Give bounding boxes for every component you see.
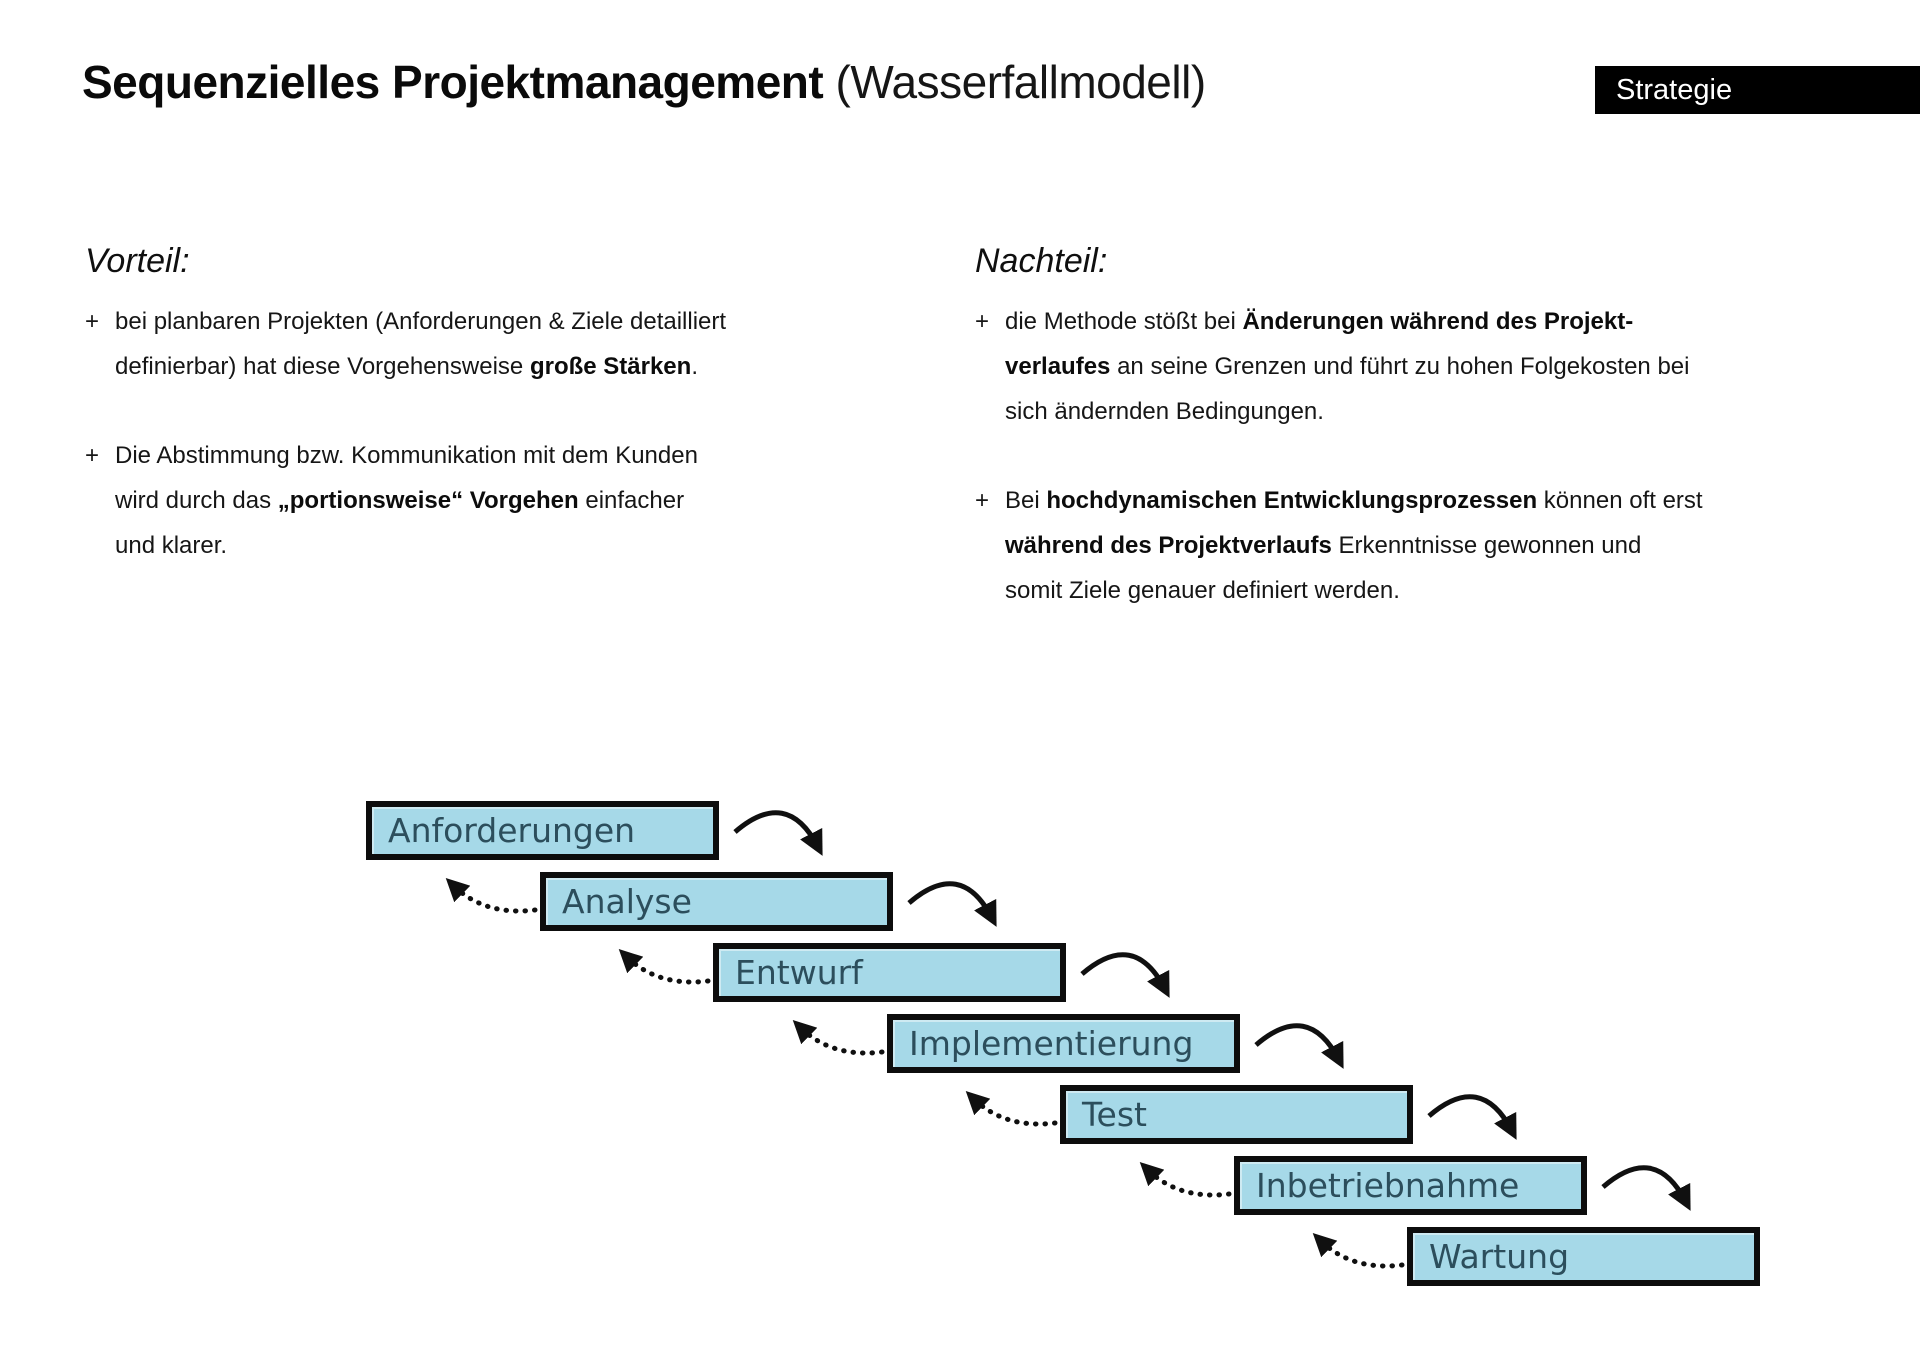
return-arrow (965, 1091, 1058, 1127)
step-box-inbetriebnahme: Inbetriebnahme (1234, 1156, 1587, 1215)
title-suffix: (Wasserfallmodell) (835, 56, 1207, 108)
step-box-entwurf: Entwurf (713, 943, 1066, 1002)
bullet-plus-marker: + (975, 487, 990, 514)
advantage-item: + bei planbaren Projekten (Anforderungen… (85, 299, 915, 389)
forward-arrow (1080, 952, 1170, 998)
disadvantage-text: Bei hochdynamischen Entwicklungsprozesse… (1005, 487, 1703, 604)
step-box-test: Test (1060, 1085, 1413, 1144)
disadvantage-item: + die Methode stößt bei Änderungen währe… (975, 299, 1835, 434)
step-box-anforderungen: Anforderungen (366, 801, 719, 860)
title-main: Sequenzielles Projektmanagement (82, 56, 824, 108)
step-label: Implementierung (909, 1024, 1194, 1063)
disadvantage-text: die Methode stößt bei Änderungen während… (1005, 308, 1690, 425)
forward-arrow (1427, 1094, 1517, 1140)
advantage-text: Die Abstimmung bzw. Kommunikation mit de… (115, 442, 698, 559)
forward-arrow (907, 881, 997, 927)
bullet-plus-marker: + (85, 442, 100, 469)
step-label: Entwurf (735, 953, 863, 992)
step-box-analyse: Analyse (540, 872, 893, 931)
bullet-plus-marker: + (975, 308, 990, 335)
step-label: Anforderungen (388, 811, 636, 850)
disadvantages-section: Nachteil: + die Methode stößt bei Änderu… (975, 238, 1835, 657)
step-box-implementierung: Implementierung (887, 1014, 1240, 1073)
advantage-text: bei planbaren Projekten (Anforderungen &… (115, 308, 727, 380)
forward-arrow (1254, 1023, 1344, 1069)
step-label: Wartung (1429, 1237, 1570, 1276)
step-label: Test (1082, 1095, 1147, 1134)
forward-arrow (733, 810, 823, 856)
step-label: Analyse (562, 882, 692, 921)
return-arrow (1139, 1162, 1232, 1198)
disadvantages-heading: Nachteil: (975, 242, 1108, 280)
return-arrow (445, 878, 538, 914)
advantages-heading: Vorteil: (85, 242, 190, 280)
return-arrow (618, 949, 711, 985)
forward-arrow (1601, 1165, 1691, 1211)
category-tag: Strategie (1595, 66, 1920, 114)
step-box-wartung: Wartung (1407, 1227, 1760, 1286)
advantage-item: + Die Abstimmung bzw. Kommunikation mit … (85, 433, 915, 568)
return-arrow (792, 1020, 885, 1056)
disadvantage-item: + Bei hochdynamischen Entwicklungsprozes… (975, 478, 1835, 613)
bullet-plus-marker: + (85, 308, 100, 335)
advantages-section: Vorteil: + bei planbaren Projekten (Anfo… (85, 238, 915, 612)
return-arrow (1312, 1233, 1405, 1269)
step-label: Inbetriebnahme (1256, 1166, 1520, 1205)
page-title: Sequenzielles Projektmanagement (Wasserf… (82, 52, 1206, 112)
